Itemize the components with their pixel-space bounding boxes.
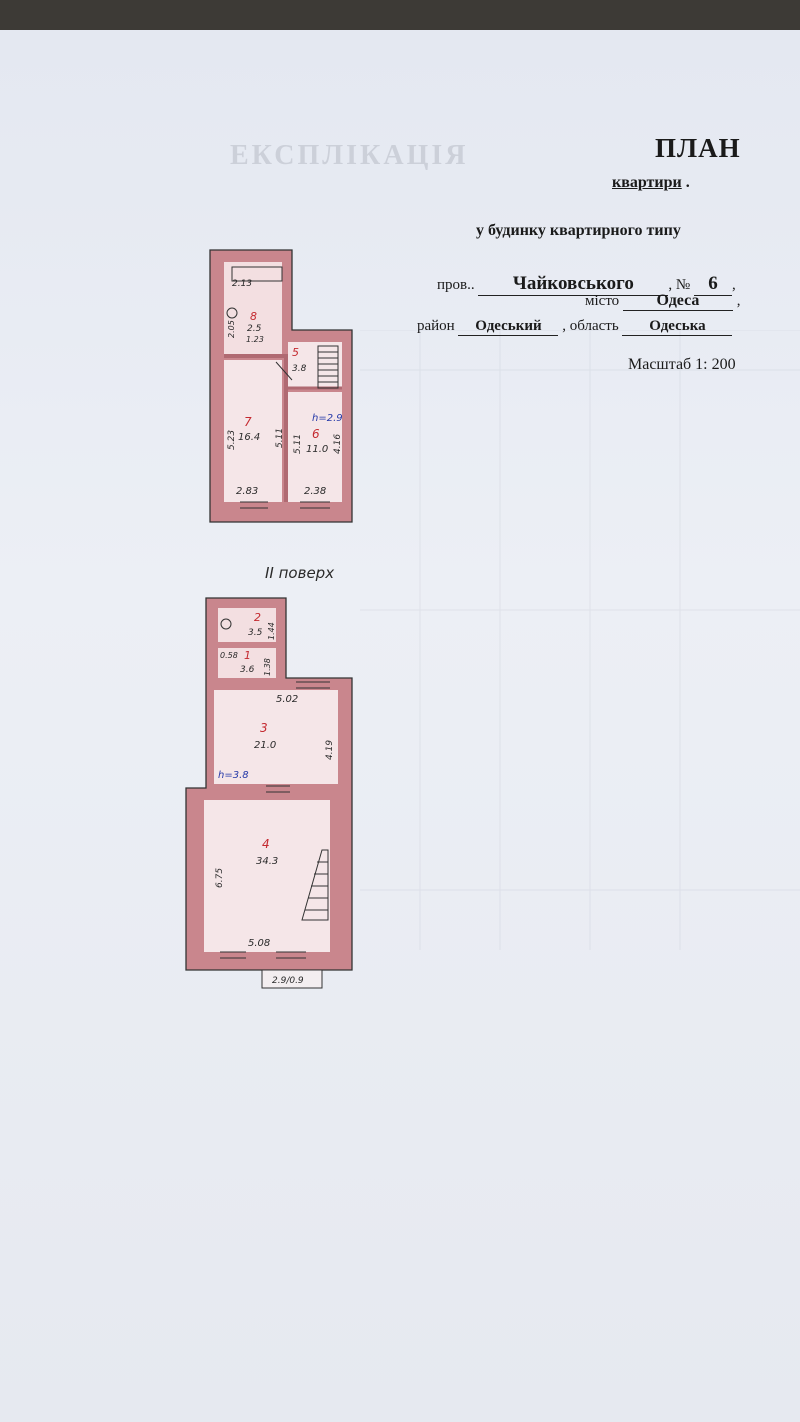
stair-icon (317, 345, 339, 389)
dim-label: 1.44 (267, 622, 276, 640)
street-value: Чайковського (478, 273, 669, 296)
oblast-value: Одеська (622, 318, 733, 336)
number-label: № (675, 277, 691, 293)
room-5 (288, 342, 342, 388)
room-number: 2 (254, 611, 261, 624)
room-number: 7 (244, 415, 252, 429)
room-number: 4 (262, 837, 270, 851)
window-icon (220, 681, 330, 959)
drain-icon (226, 307, 238, 319)
ghost-table (360, 330, 800, 950)
room-area: 3.6 (240, 665, 255, 675)
dim-label: 5.23 (227, 430, 237, 450)
ceiling-height: h=3.8 (218, 770, 249, 781)
room-area: 3.5 (248, 628, 263, 638)
oblast-label: область (569, 318, 619, 334)
stair-icon (301, 849, 329, 921)
ghost-text: ЕКСПЛІКАЦІЯ (230, 140, 469, 171)
dim-label: 6.75 (215, 868, 225, 888)
room-1 (218, 648, 276, 678)
number-value: 6 (693, 273, 732, 296)
district-label: район (417, 318, 455, 334)
room-area: 21.0 (254, 740, 276, 751)
upper-floor-plan: 2.13 8 2.5 1.23 2.05 5 3.8 7 16.4 5.23 5… (209, 249, 353, 523)
street-prefix: пров.. (437, 277, 475, 293)
building-type: у будинку квартирного типу (476, 222, 681, 239)
dim-label: 4.19 (325, 740, 335, 760)
subtitle-text: квартири (612, 174, 682, 191)
room-area: 2.5 (247, 324, 262, 334)
room-number: 6 (312, 427, 320, 441)
city-label: місто (585, 293, 620, 309)
page-subtitle: квартири . (612, 174, 690, 191)
ceiling-height: h=2.9 (312, 413, 343, 424)
street-line: пров.. Чайковського, № 6, (437, 273, 736, 296)
city-value: Одеса (622, 292, 733, 311)
window-icon (240, 501, 330, 509)
page-title: ПЛАН (655, 133, 741, 163)
floor-plan-drawing: 2.13 8 2.5 1.23 2.05 5 3.8 7 16.4 5.23 5… (185, 249, 353, 989)
dim-label: 5.02 (276, 694, 298, 705)
dim-label: 1.38 (263, 658, 272, 676)
room-area: 11.0 (306, 444, 328, 455)
dim-label: 0.58 (220, 651, 238, 660)
room-7 (224, 360, 282, 502)
room-area: 34.3 (256, 856, 278, 867)
dim-label: 5.11 (275, 428, 285, 448)
room-number: 5 (292, 346, 299, 359)
dim-label: 1.23 (246, 335, 264, 344)
bath-icon (231, 266, 283, 282)
district-value: Одеський (458, 318, 559, 336)
lower-floor-plan: 2 3.5 1.44 0.58 1 3.6 1.38 5.02 3 21.0 4… (185, 597, 353, 989)
dim-label: 2.13 (232, 279, 252, 289)
dim-label: 5.08 (248, 938, 270, 949)
drain-icon (220, 618, 232, 630)
balcony (261, 969, 323, 989)
document-sheet: ЕКСПЛІКАЦІЯ ПЛАН квартири . у будинку кв… (0, 30, 800, 1422)
district-line: район Одеський , область Одеська (417, 318, 733, 336)
dim-label: 2.9/0.9 (272, 976, 304, 986)
room-2 (218, 608, 276, 642)
room-6 (288, 392, 342, 502)
dim-label: 4.16 (333, 434, 343, 454)
city-line: місто Одеса , (585, 292, 741, 311)
dim-label: 2.83 (236, 486, 258, 497)
dim-label: 2.05 (227, 320, 236, 338)
dim-label: 2.38 (304, 486, 326, 497)
room-4 (204, 800, 330, 952)
scale-label: Масштаб 1: 200 (628, 356, 736, 373)
room-number: 8 (250, 310, 257, 323)
dim-label: 5.11 (293, 434, 303, 454)
room-number: 1 (244, 649, 251, 662)
floor-label: ІІ поверх (265, 564, 335, 582)
room-number: 3 (260, 721, 268, 735)
room-3 (214, 690, 338, 784)
room-area: 3.8 (292, 364, 307, 374)
room-area: 16.4 (238, 432, 260, 443)
